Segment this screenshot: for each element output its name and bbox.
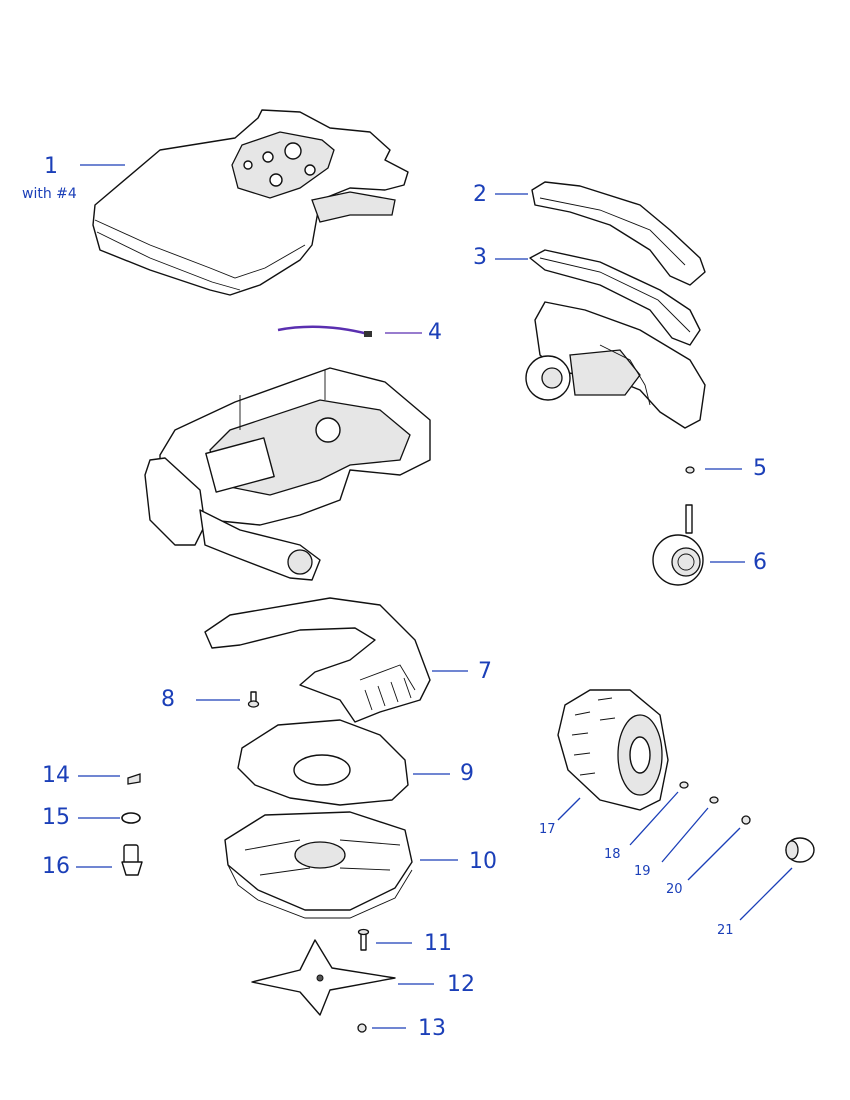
part-plate [237, 719, 409, 806]
part-gasket [529, 249, 701, 346]
callout-14: 14 [42, 763, 70, 788]
callout-11: 11 [424, 931, 452, 956]
part-handle-cover [531, 181, 706, 286]
part-clip-14 [127, 773, 141, 785]
callout-1: 1 [44, 154, 58, 179]
part-deck-frame [204, 597, 431, 723]
part-washer-18 [679, 781, 689, 789]
part-base [224, 811, 413, 919]
callout-8: 8 [161, 687, 175, 712]
callout-9: 9 [460, 761, 474, 786]
part-hubcap-21 [785, 837, 815, 863]
part-front-wheel [652, 504, 704, 586]
part-washer-19 [709, 796, 719, 804]
callout-4: 4 [428, 320, 442, 345]
callout-19: 19 [634, 864, 651, 879]
callout-18: 18 [604, 847, 621, 862]
part-handle-assembly [525, 301, 706, 429]
callout-1-note: with #4 [22, 186, 77, 202]
part-screw-13 [357, 1023, 367, 1033]
part-oring-15 [121, 812, 141, 824]
callout-7: 7 [478, 659, 492, 684]
part-bolt-11 [357, 928, 370, 951]
callout-12: 12 [447, 972, 475, 997]
part-cable [277, 325, 372, 337]
callout-21: 21 [717, 923, 734, 938]
part-small-nut [685, 466, 695, 474]
callout-10: 10 [469, 849, 497, 874]
callout-2: 2 [473, 182, 487, 207]
part-screw-8 [247, 691, 260, 708]
callout-20: 20 [666, 882, 683, 897]
callout-6: 6 [753, 550, 767, 575]
callout-15: 15 [42, 805, 70, 830]
part-chassis [144, 367, 431, 581]
callout-17: 17 [539, 822, 556, 837]
part-sensor-16 [121, 844, 143, 876]
callout-16: 16 [42, 854, 70, 879]
callout-13: 13 [418, 1016, 446, 1041]
part-top-cover [92, 109, 409, 296]
part-nut-20 [741, 815, 751, 825]
part-drive-wheel [557, 689, 669, 811]
callout-3: 3 [473, 245, 487, 270]
callout-5: 5 [753, 456, 767, 481]
part-blade [251, 939, 396, 1016]
leader-lines [76, 164, 793, 1029]
